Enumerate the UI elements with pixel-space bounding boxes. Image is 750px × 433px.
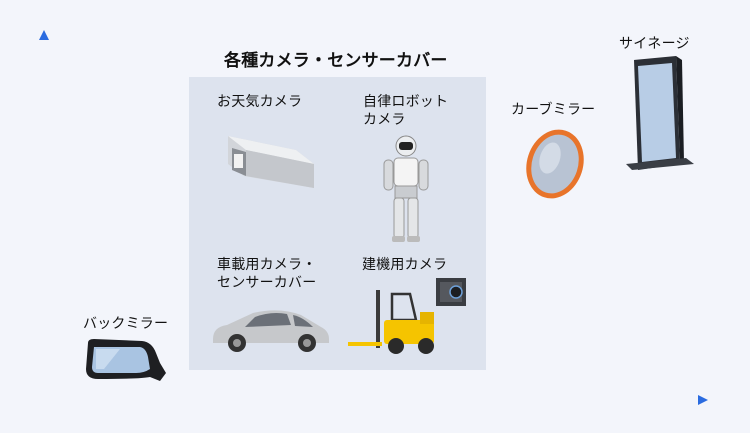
car-icon [213,310,329,352]
curve-mirror-label: カーブミラー [511,102,596,118]
vehicle-camera-label: 車載用カメラ・ センサーカバー [217,257,317,291]
robot-camera-label: 自律ロボット カメラ [363,94,449,128]
back-mirror-label: バックミラー [83,316,169,332]
y-axis-arrow [39,30,49,40]
surveillance-camera-label: お天気カメラ [217,94,303,110]
x-axis-arrow [698,395,708,405]
signage-label: サイネージ [619,36,690,52]
back-mirror-icon [86,339,166,381]
signage-icon [626,56,694,170]
construction-camera-label: 建機用カメラ [362,257,448,273]
robot-icon [383,135,429,242]
group-title: 各種カメラ・センサーカバー [224,51,448,71]
curve-mirror-icon [526,129,584,199]
forklift-with-camera-icon [348,278,466,354]
surveillance-camera-icon [228,136,314,188]
